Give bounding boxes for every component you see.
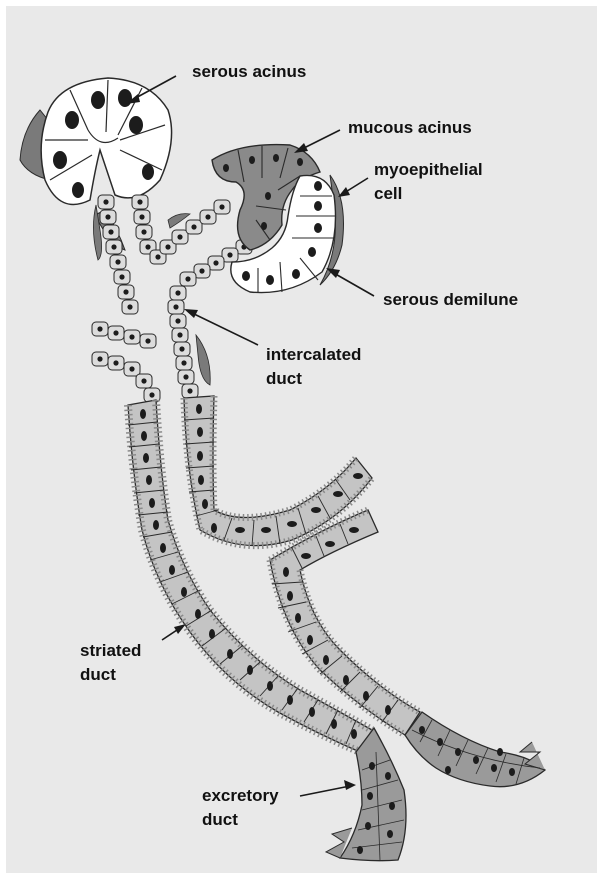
label-serous-acinus: serous acinus xyxy=(192,60,306,84)
arrow-striated-duct xyxy=(162,624,186,640)
label-intercalated-duct: intercalated duct xyxy=(266,343,361,391)
arrow-excretory-duct xyxy=(300,780,356,796)
striated-duct-left xyxy=(128,400,372,752)
label-myoepithelial-cell: myoepithelial cell xyxy=(374,158,483,206)
arrow-myoepithelial-cell xyxy=(338,178,368,197)
label-striated-line2: duct xyxy=(80,663,141,687)
label-mucous-acinus: mucous acinus xyxy=(348,116,472,140)
arrow-mucous-acinus xyxy=(294,130,340,153)
mucous-acinus xyxy=(212,145,344,293)
label-excretory-line2: duct xyxy=(202,808,279,832)
label-striated-duct: striated duct xyxy=(80,639,141,687)
excretory-duct-left xyxy=(326,728,406,861)
arrow-serous-demilune xyxy=(326,268,374,296)
label-striated-line1: striated xyxy=(80,639,141,663)
label-myoepithelial-line1: myoepithelial xyxy=(374,158,483,182)
arrow-intercalated-duct xyxy=(184,309,258,345)
label-intercalated-line1: intercalated xyxy=(266,343,361,367)
excretory-duct-right xyxy=(405,712,545,787)
label-intercalated-line2: duct xyxy=(266,367,361,391)
label-myoepithelial-line2: cell xyxy=(374,182,483,206)
label-serous-demilune: serous demilune xyxy=(383,288,518,312)
label-excretory-duct: excretory duct xyxy=(202,784,279,832)
label-excretory-line1: excretory xyxy=(202,784,279,808)
